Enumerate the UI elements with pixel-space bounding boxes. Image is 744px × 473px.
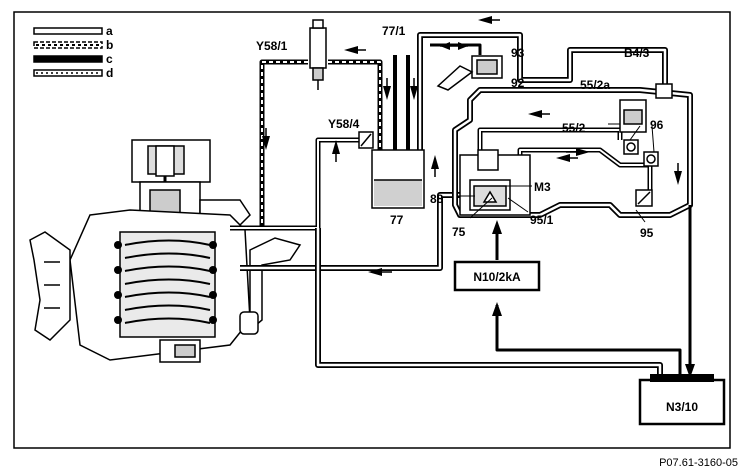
legend-item-c: c <box>33 52 113 66</box>
component-77-tank <box>371 149 425 209</box>
label-y58-1: Y58/1 <box>256 39 288 53</box>
label-77-1: 77/1 <box>382 24 406 38</box>
engine-drawing <box>29 139 302 363</box>
labels: Y58/1 77/1 93 92 B4/3 55/2a Y58/4 55/2 9… <box>256 24 698 414</box>
component-93-92 <box>436 55 503 91</box>
legend-key: d <box>106 66 113 80</box>
label-n3-10: N3/10 <box>666 400 698 414</box>
component-y58-4 <box>358 131 374 149</box>
legend-item-b: b <box>33 38 113 52</box>
label-m3: M3 <box>534 180 551 194</box>
label-b4-3: B4/3 <box>624 46 650 60</box>
diagram-frame <box>13 11 731 449</box>
legend-key: c <box>106 52 113 66</box>
label-77: 77 <box>390 213 404 227</box>
component-88-75-module <box>459 149 531 216</box>
label-75: 75 <box>452 225 466 239</box>
legend-item-d: d <box>33 66 113 80</box>
leader-lines <box>458 123 655 223</box>
flow-arrows <box>262 16 695 378</box>
legend: a b c d <box>33 24 113 80</box>
component-55-2a <box>619 99 647 133</box>
component-96 <box>623 139 659 167</box>
label-y58-4: Y58/4 <box>328 117 360 131</box>
label-95-1: 95/1 <box>530 213 554 227</box>
label-96: 96 <box>650 118 664 132</box>
label-55-2: 55/2 <box>562 121 586 135</box>
component-b4-3 <box>655 83 673 99</box>
legend-key: b <box>106 38 113 52</box>
label-n10-2ka: N10/2kA <box>473 270 521 284</box>
legend-item-a: a <box>33 24 113 38</box>
module-n10-2ka <box>453 260 541 292</box>
module-n3-10 <box>638 374 726 426</box>
lines <box>230 32 693 380</box>
component-95 <box>635 189 653 207</box>
label-93: 93 <box>511 46 525 60</box>
legend-key: a <box>106 24 113 38</box>
label-55-2a: 55/2a <box>580 78 610 92</box>
figure-reference: P07.61-3160-05 <box>659 457 738 469</box>
label-92: 92 <box>511 76 525 90</box>
label-88: 88 <box>430 192 444 206</box>
component-y58-1 <box>309 19 327 90</box>
label-95: 95 <box>640 226 654 240</box>
